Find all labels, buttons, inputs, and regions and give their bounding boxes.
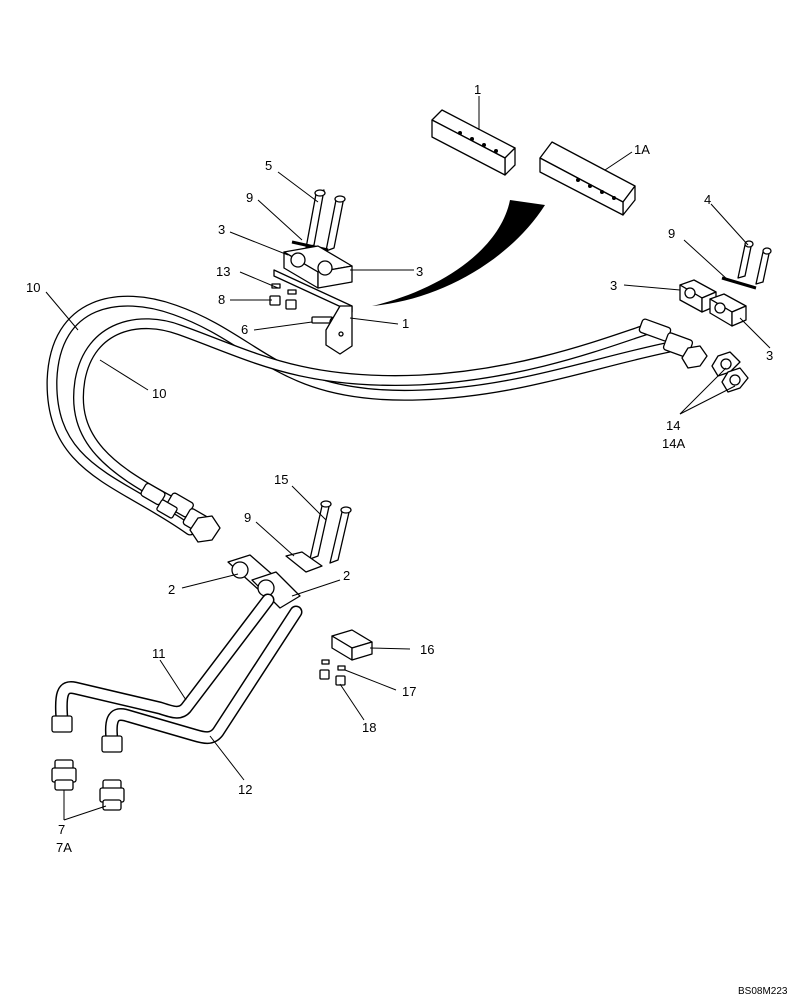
callout-5: 5 xyxy=(265,158,272,173)
clamp-bolts-15 xyxy=(309,500,352,564)
callout-7: 7 xyxy=(58,822,65,837)
callout-11: 11 xyxy=(152,646,166,661)
lock-washers-17 xyxy=(321,659,346,671)
callout-1-top: 1 xyxy=(474,82,481,97)
hose-end-fittings-right xyxy=(638,318,708,369)
callout-3-left-right: 3 xyxy=(416,264,423,279)
callout-10-inner: 10 xyxy=(152,386,166,401)
callout-12: 12 xyxy=(238,782,252,797)
callout-3-left-upper: 3 xyxy=(218,222,225,237)
callout-7a: 7A xyxy=(56,840,72,855)
fittings-14 xyxy=(711,351,749,393)
callout-10-outer: 10 xyxy=(26,280,40,295)
callout-18: 18 xyxy=(362,720,376,735)
clamp-bolts-4 xyxy=(737,240,772,285)
support-bracket-1 xyxy=(273,269,353,355)
callout-14: 14 xyxy=(666,418,680,433)
callout-1-bracket: 1 xyxy=(402,316,409,331)
callout-3-right-left: 3 xyxy=(610,278,617,293)
tube-fittings-2 xyxy=(227,554,301,609)
adapter-fittings-7 xyxy=(51,759,125,811)
callout-9-upper: 9 xyxy=(246,190,253,205)
hose-end-fittings-lower xyxy=(140,482,221,543)
nuts-8 xyxy=(269,295,297,310)
callout-6: 6 xyxy=(241,322,248,337)
callout-16: 16 xyxy=(420,642,434,657)
callout-8: 8 xyxy=(218,292,225,307)
hose-assembly-10 xyxy=(46,295,686,536)
callout-9-lower: 9 xyxy=(244,510,251,525)
callout-3-right-lower: 3 xyxy=(766,348,773,363)
callout-13: 13 xyxy=(216,264,230,279)
drawing-code: BS08M223 xyxy=(738,986,788,997)
clamp-plate-9-lower xyxy=(285,551,323,573)
callout-2-right: 2 xyxy=(343,568,350,583)
lock-washers-13 xyxy=(271,283,297,295)
callout-2-left: 2 xyxy=(168,582,175,597)
mounting-bracket-1 xyxy=(431,109,516,176)
callout-14a: 14A xyxy=(662,436,685,451)
clamp-bolts-5 xyxy=(305,189,346,252)
callout-labels: 1 1A 5 9 3 3 13 8 6 1 10 10 4 9 3 3 14 1… xyxy=(26,82,788,997)
tube-12 xyxy=(101,605,303,753)
nuts-18 xyxy=(319,669,346,686)
callout-1a: 1A xyxy=(634,142,650,157)
leader-lines xyxy=(45,96,771,821)
callout-4: 4 xyxy=(704,192,711,207)
clamp-block-16 xyxy=(331,629,373,661)
clamp-halves-3-upper xyxy=(283,245,353,289)
callout-9-right: 9 xyxy=(668,226,675,241)
callout-15: 15 xyxy=(274,472,288,487)
mounting-bracket-1a xyxy=(539,141,636,216)
clamp-halves-3-right xyxy=(679,279,747,327)
callout-17: 17 xyxy=(402,684,416,699)
tube-11 xyxy=(51,593,275,733)
reference-arrow xyxy=(372,200,545,306)
